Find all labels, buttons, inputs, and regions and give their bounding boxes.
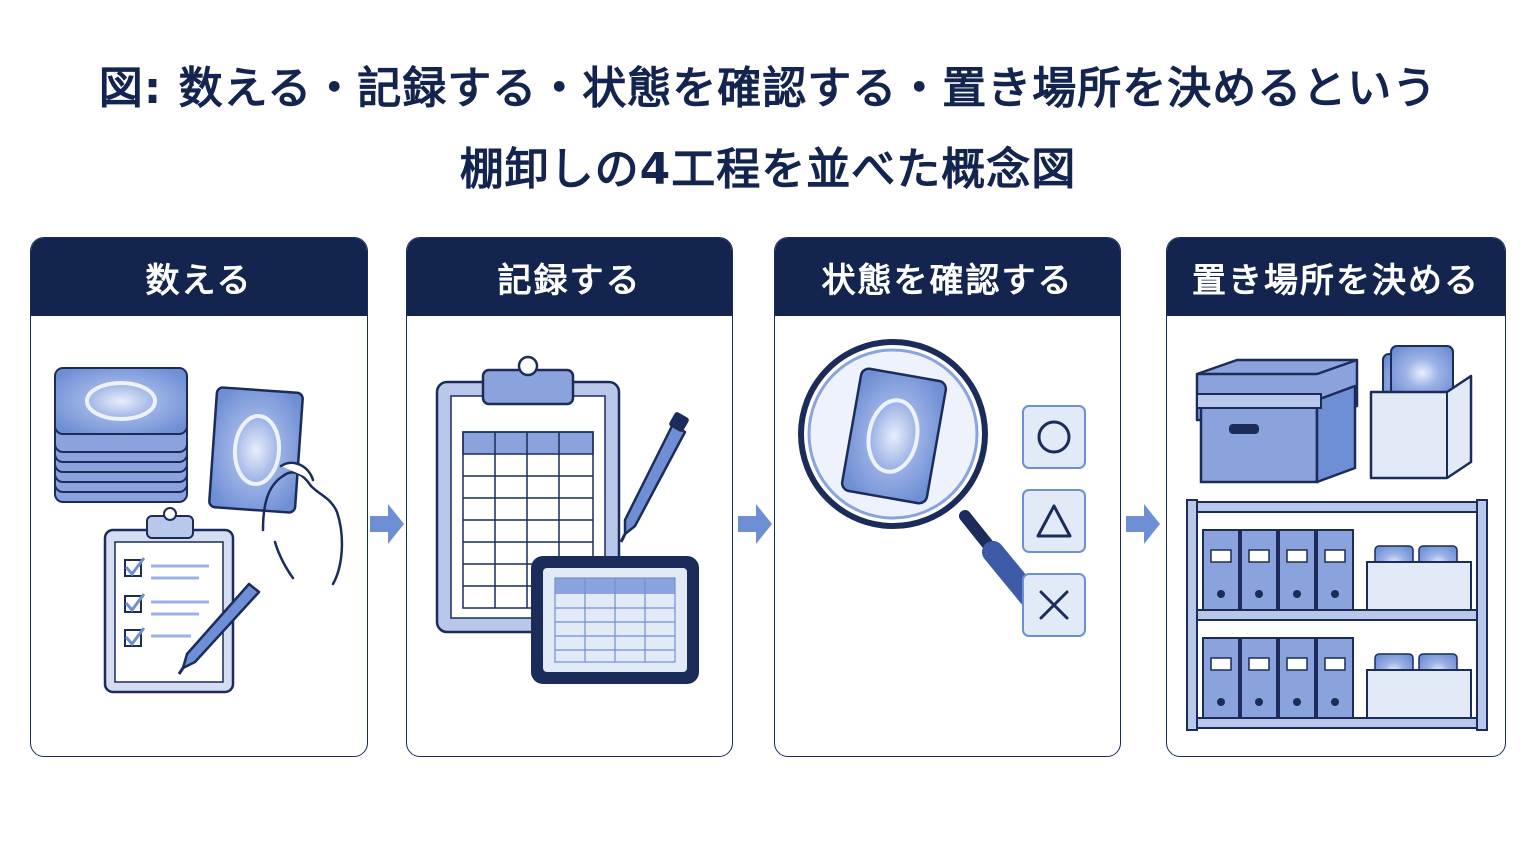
diagram-title-line1: 図: 数える・記録する・状態を確認する・置き場所を決めるという	[98, 63, 1438, 114]
step-panel-place: 置き場所を決める	[1166, 237, 1506, 757]
arrow-icon	[1126, 504, 1160, 544]
arrow-icon	[738, 504, 772, 544]
pen-icon	[619, 412, 689, 543]
storage-box-icon	[1195, 358, 1359, 484]
card-stack-icon	[54, 367, 188, 503]
step-illustration-count	[54, 367, 344, 694]
shelf-with-binders-icon	[1186, 499, 1488, 731]
step-illustration-place	[1186, 345, 1488, 731]
step-title-inspect: 状態を確認する	[775, 238, 1120, 316]
arrow-icon	[370, 504, 404, 544]
circle-mark-icon	[1022, 405, 1086, 469]
tablet-spreadsheet-icon	[531, 556, 699, 684]
step-title-place: 置き場所を決める	[1167, 238, 1505, 316]
pen-icon	[177, 582, 261, 675]
triangle-mark-icon	[1022, 489, 1086, 553]
step-title-count: 数える	[31, 238, 367, 316]
step-panel-record: 記録する	[406, 237, 733, 757]
magnifying-glass-card-icon	[798, 339, 1050, 619]
step-title-record: 記録する	[407, 238, 732, 316]
step-illustration-record	[435, 355, 699, 684]
step-panel-count: 数える	[30, 237, 368, 757]
step-panel-inspect: 状態を確認する	[774, 237, 1121, 757]
cross-mark-icon	[1022, 573, 1086, 637]
card-box-icon	[1369, 345, 1473, 480]
diagram-title-line2: 棚卸しの4工程を並べた概念図	[459, 144, 1077, 195]
checklist-clipboard-icon	[103, 507, 235, 694]
step-illustration-inspect	[798, 339, 1086, 637]
hand-holding-card-icon	[208, 386, 344, 586]
